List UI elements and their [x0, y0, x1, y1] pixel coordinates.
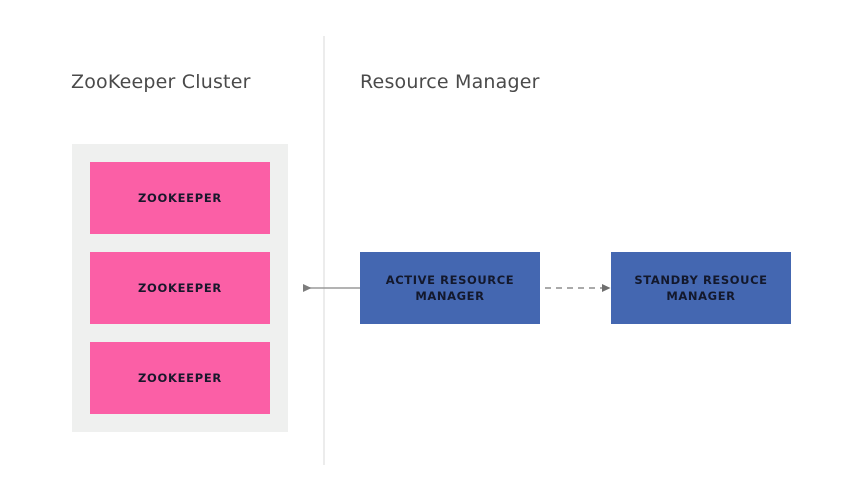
standby-rm-line-1: STANDBY RESOUCE [634, 273, 768, 287]
zookeeper-node[interactable]: ZOOKEEPER [90, 342, 270, 414]
standby-resource-manager-label: STANDBY RESOUCE MANAGER [628, 272, 773, 304]
active-resource-manager-box[interactable]: ACTIVE RESOURCE MANAGER [360, 252, 540, 324]
zookeeper-node[interactable]: ZOOKEEPER [90, 162, 270, 234]
zookeeper-node[interactable]: ZOOKEEPER [90, 252, 270, 324]
zookeeper-cluster-title: ZooKeeper Cluster [71, 71, 251, 93]
standby-resource-manager-box[interactable]: STANDBY RESOUCE MANAGER [611, 252, 791, 324]
zookeeper-node-label: ZOOKEEPER [138, 281, 222, 295]
vertical-divider [323, 36, 325, 465]
active-rm-line-2: MANAGER [415, 289, 485, 303]
active-resource-manager-label: ACTIVE RESOURCE MANAGER [380, 272, 520, 304]
zookeeper-node-label: ZOOKEEPER [138, 371, 222, 385]
active-rm-line-1: ACTIVE RESOURCE [385, 273, 515, 287]
standby-rm-line-2: MANAGER [666, 289, 736, 303]
resource-manager-title: Resource Manager [360, 71, 540, 93]
zookeeper-node-label: ZOOKEEPER [138, 191, 222, 205]
